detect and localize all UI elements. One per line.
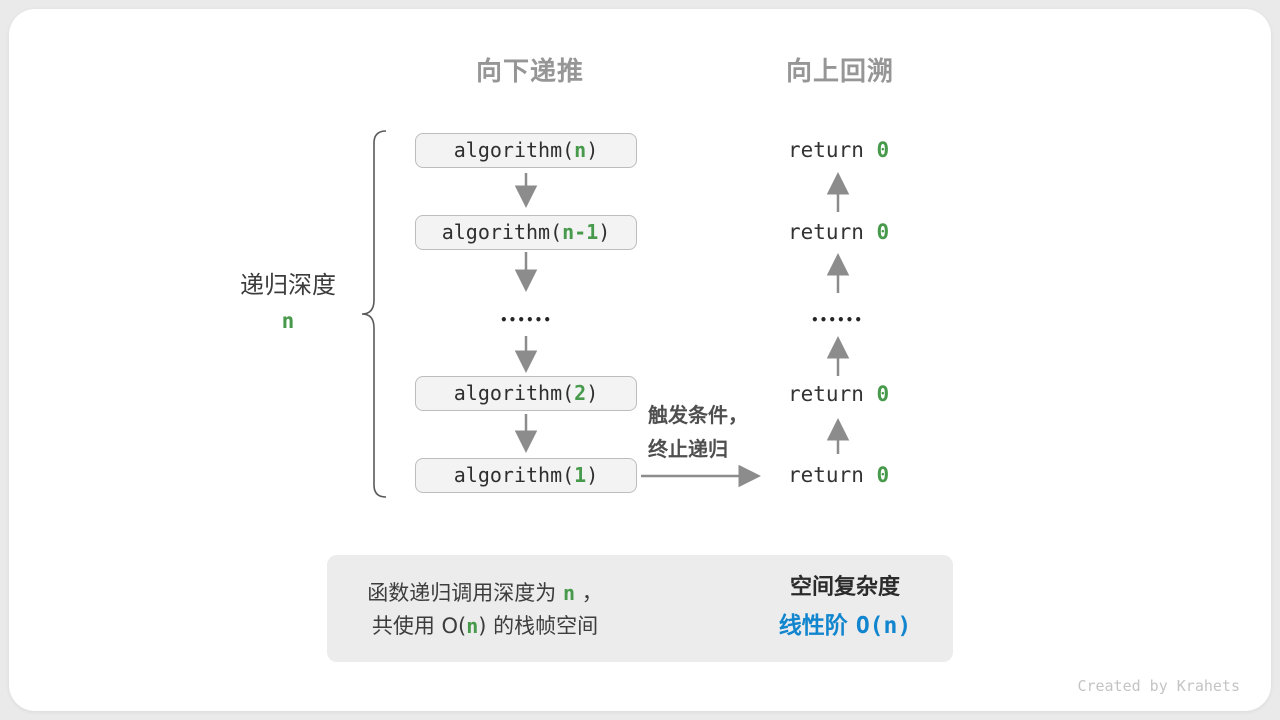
code-text: algorithm( — [453, 138, 575, 162]
result-code: O(n) — [855, 613, 912, 639]
code-text: ) — [586, 463, 599, 487]
code-text: algorithm( — [453, 463, 575, 487]
header-recurse-down: 向下递推 — [475, 57, 584, 87]
code-text: ) — [598, 220, 611, 244]
code-text: algorithm( — [453, 381, 575, 405]
base-case-label-line1: 触发条件， — [648, 403, 748, 427]
code-text: ) — [586, 138, 599, 162]
depth-var: n — [281, 309, 295, 333]
summary-var: n — [562, 581, 576, 605]
return-value: 0 — [876, 382, 890, 406]
summary-text: 函数递归调用深度为 — [367, 581, 563, 605]
depth-label: 递归深度 — [240, 271, 336, 299]
call-box-1: algorithm(1) — [415, 458, 637, 493]
call-box-2: algorithm(2) — [415, 376, 637, 411]
code-text: return — [788, 382, 877, 406]
summary-text: 共使用 O( — [371, 614, 467, 638]
code-text: return — [788, 138, 877, 162]
returns-ellipsis: •••••• — [810, 313, 864, 327]
header-backtrack-up: 向上回溯 — [785, 57, 894, 87]
code-arg: n — [574, 138, 587, 162]
return-statement: return 0 — [788, 383, 889, 406]
return-statement: return 0 — [788, 221, 889, 244]
call-stack-ellipsis: •••••• — [499, 313, 553, 327]
code-arg: 1 — [574, 463, 587, 487]
return-statement: return 0 — [788, 139, 889, 162]
code-arg: 2 — [574, 381, 587, 405]
result-label: 线性阶 — [778, 613, 856, 639]
call-box-n-1: algorithm(n-1) — [415, 215, 637, 250]
return-value: 0 — [876, 463, 890, 487]
watermark: Created by Krahets — [1077, 677, 1240, 695]
return-statement: return 0 — [788, 464, 889, 487]
base-case-label-line2: 终止递归 — [648, 437, 728, 461]
return-value: 0 — [876, 220, 890, 244]
summary-var: n — [466, 614, 479, 638]
summary-text: ) 的栈帧空间 — [478, 614, 599, 638]
call-box-n: algorithm(n) — [415, 133, 637, 168]
return-value: 0 — [876, 138, 890, 162]
code-text: return — [788, 220, 877, 244]
code-text: return — [788, 463, 877, 487]
depth-brace-icon — [361, 130, 387, 498]
space-complexity-result: 线性阶 O(n) — [740, 611, 950, 641]
code-arg: n-1 — [562, 220, 599, 244]
space-complexity-title: 空间复杂度 — [789, 575, 900, 600]
summary-description: 函数递归调用深度为 n ， 共使用 O(n) 的栈帧空间 — [330, 577, 640, 643]
summary-text: ， — [575, 581, 603, 605]
code-text: algorithm( — [441, 220, 563, 244]
summary-panel — [327, 555, 953, 662]
code-text: ) — [586, 381, 599, 405]
